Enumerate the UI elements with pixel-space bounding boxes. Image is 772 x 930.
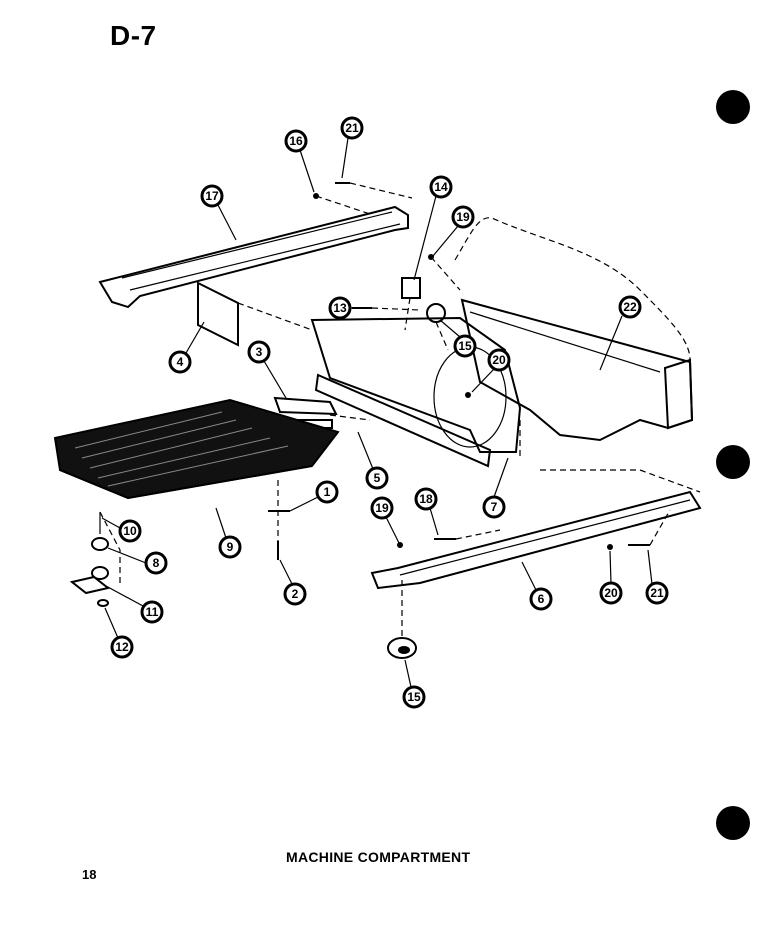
callout-8: 8 (144, 551, 168, 575)
svg-text:21: 21 (650, 586, 664, 600)
part-9-condenser (53, 398, 340, 500)
callout-7: 7 (482, 495, 506, 519)
part-6-rail (370, 490, 702, 590)
svg-text:19: 19 (456, 210, 470, 224)
callout-14: 14 (429, 175, 453, 199)
svg-text:16: 16 (289, 134, 303, 148)
callout-11: 11 (140, 600, 164, 624)
svg-text:3: 3 (256, 345, 263, 359)
binder-hole-middle (716, 445, 750, 479)
part-8-10-11-12-leg (69, 512, 111, 607)
callout-3: 3 (247, 340, 271, 364)
callout-20-top: 20 (487, 348, 511, 372)
callout-5: 5 (365, 466, 389, 490)
assembly-leader-lines (99, 182, 701, 638)
callout-13: 13 (328, 296, 352, 320)
callout-1: 1 (315, 480, 339, 504)
callout-12: 12 (110, 635, 134, 659)
part-22-base-shelf (454, 217, 694, 442)
callout-4: 4 (168, 350, 192, 374)
binder-hole-top (716, 90, 750, 124)
callout-21-bottom: 21 (645, 581, 669, 605)
callout-19-top: 19 (451, 205, 475, 229)
callout-18: 18 (414, 487, 438, 511)
svg-text:15: 15 (458, 339, 472, 353)
part-5-housing (310, 316, 522, 468)
svg-text:5: 5 (374, 471, 381, 485)
svg-text:17: 17 (205, 189, 219, 203)
diagram-caption: MACHINE COMPARTMENT (286, 849, 471, 865)
callout-17: 17 (200, 184, 224, 208)
svg-text:20: 20 (492, 353, 506, 367)
callout-15-top: 15 (453, 334, 477, 358)
page-number: 18 (82, 867, 97, 882)
part-4-bracket (197, 281, 239, 347)
svg-text:21: 21 (345, 121, 359, 135)
svg-text:18: 18 (419, 492, 433, 506)
svg-text:14: 14 (434, 180, 448, 194)
svg-text:12: 12 (115, 640, 129, 654)
part-17-rail (98, 205, 409, 309)
callout-6: 6 (529, 587, 553, 611)
svg-text:9: 9 (227, 540, 234, 554)
svg-text:7: 7 (491, 500, 498, 514)
callout-16-top: 16 (284, 129, 308, 153)
fasteners (268, 182, 650, 560)
svg-text:10: 10 (123, 524, 137, 538)
svg-text:6: 6 (538, 592, 545, 606)
binder-hole-bottom (716, 806, 750, 840)
callout-21-top: 21 (340, 116, 364, 140)
callout-19-bottom: 19 (370, 496, 394, 520)
part-14-block (401, 277, 421, 299)
svg-text:20: 20 (604, 586, 618, 600)
svg-text:13: 13 (333, 301, 347, 315)
svg-text:22: 22 (623, 300, 637, 314)
page-code: D-7 (110, 20, 157, 51)
callout-22: 22 (618, 295, 642, 319)
callout-15-bottom: 15 (402, 685, 426, 709)
callout-2: 2 (283, 582, 307, 606)
svg-text:15: 15 (407, 690, 421, 704)
svg-text:1: 1 (324, 485, 331, 499)
svg-text:11: 11 (146, 605, 159, 619)
svg-text:4: 4 (177, 355, 184, 369)
svg-text:19: 19 (375, 501, 389, 515)
svg-text:2: 2 (292, 587, 299, 601)
svg-text:8: 8 (153, 556, 160, 570)
part-15-grommet (387, 303, 446, 659)
callout-20-bottom: 20 (599, 581, 623, 605)
callout-9: 9 (218, 535, 242, 559)
callout-10: 10 (118, 519, 142, 543)
callout-leaders (101, 137, 653, 688)
